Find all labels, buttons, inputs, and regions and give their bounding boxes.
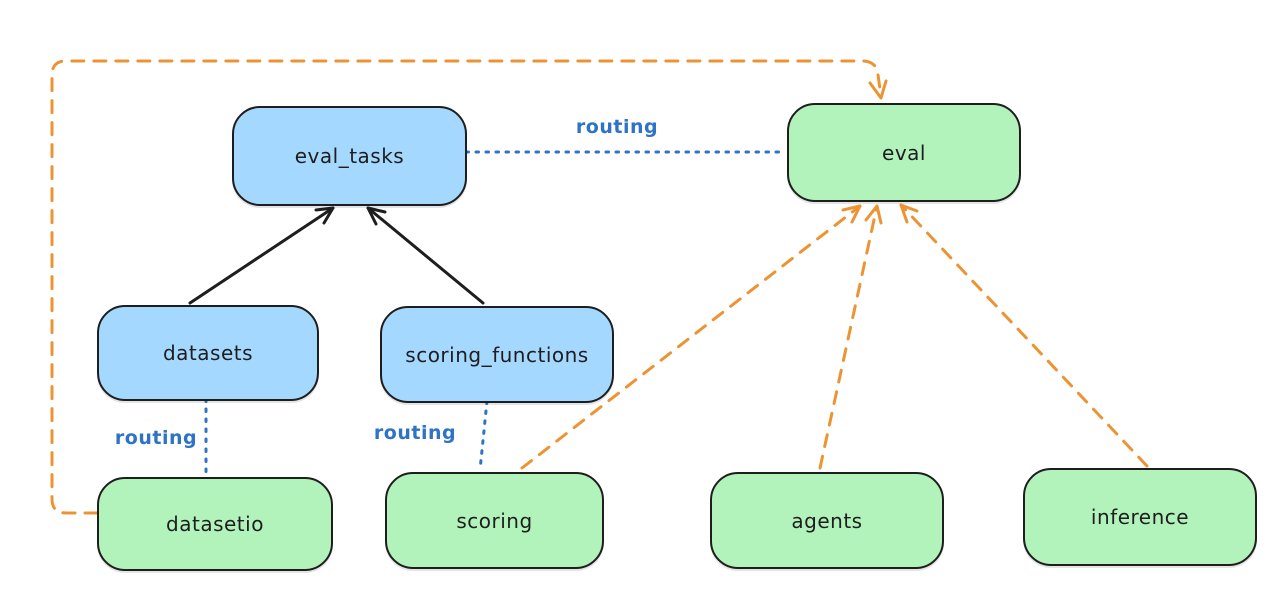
node-label: scoring_functions [405, 342, 589, 367]
node-label: eval [882, 140, 926, 165]
edge-label-routing-scoring-functions-scoring: routing [373, 422, 457, 444]
node-label: datasetio [166, 512, 264, 536]
edge-line [478, 399, 489, 472]
edge-scoring-to-eval [520, 204, 862, 470]
edge-line [50, 59, 883, 515]
arrowhead-up-icon [864, 204, 883, 225]
arrowhead-up-icon [314, 206, 335, 225]
node-label: eval_tasks [294, 144, 405, 168]
edge-datasets-to-eval-tasks [188, 206, 335, 305]
edge-label-routing-eval-tasks-eval: routing [575, 116, 659, 138]
node-eval: eval [787, 103, 1021, 202]
edge-scoring-functions-to-eval-tasks [366, 206, 485, 305]
node-inference: inference [1023, 468, 1257, 566]
node-datasetio: datasetio [97, 477, 333, 571]
node-scoring-functions: scoring_functions [380, 306, 614, 403]
node-label: datasets [162, 341, 254, 365]
arrowhead-down-icon [868, 79, 888, 100]
arrowhead-up-icon [841, 204, 862, 224]
arrowhead-up-icon [366, 206, 387, 226]
node-label: scoring [456, 508, 533, 533]
edge-scoring-functions-to-scoring [478, 399, 489, 472]
edge-line [366, 206, 485, 305]
node-agents: agents [710, 472, 944, 569]
edge-datasetio-to-eval [50, 59, 888, 515]
edge-line [188, 206, 335, 305]
edge-line [520, 204, 862, 470]
edge-line [899, 203, 1149, 468]
edge-agents-to-eval [818, 204, 883, 470]
edge-label-routing-datasets-datasetio: routing [114, 427, 198, 449]
node-label: agents [791, 508, 863, 533]
edge-line [818, 204, 879, 470]
arrowhead-up-icon [899, 203, 919, 224]
node-eval-tasks: eval_tasks [232, 106, 467, 206]
node-scoring: scoring [385, 472, 604, 569]
node-datasets: datasets [97, 305, 319, 401]
edge-inference-to-eval [899, 203, 1149, 468]
node-label: inference [1090, 505, 1190, 529]
